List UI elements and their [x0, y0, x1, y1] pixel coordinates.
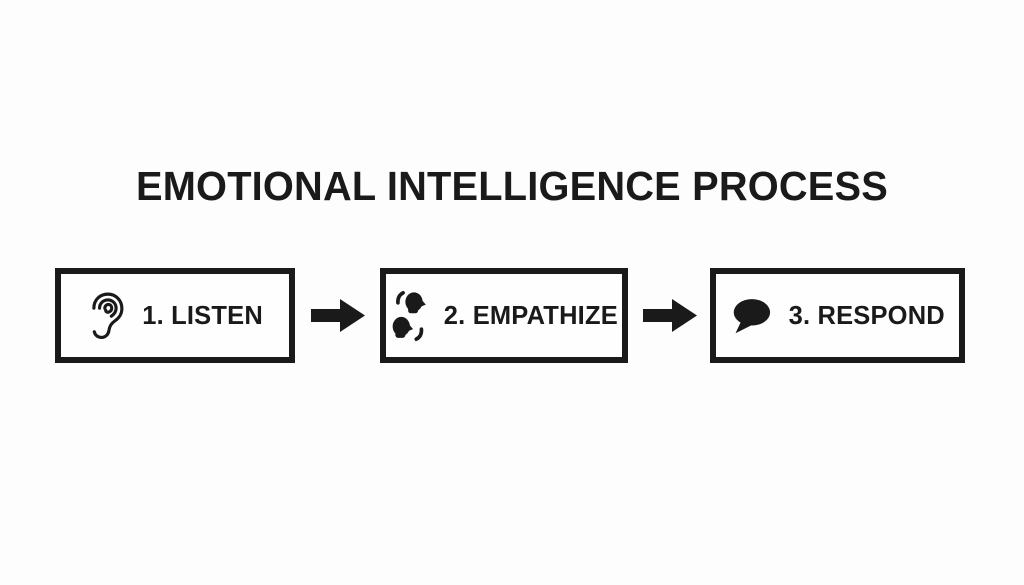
- step-box-respond: 3. RESPOND: [710, 268, 965, 363]
- arrow-right-icon: [643, 297, 697, 334]
- step-label: 3. RESPOND: [788, 300, 946, 330]
- ear-icon: [86, 289, 128, 343]
- page-title: EMOTIONAL INTELLIGENCE PROCESS: [136, 163, 888, 209]
- step-label: 1. LISTEN: [142, 300, 263, 330]
- step-box-listen: 1. LISTEN: [55, 268, 295, 363]
- arrow-right-icon: [311, 297, 365, 334]
- empathy-heads-icon: [389, 289, 429, 343]
- step-label: 2. EMPATHIZE: [443, 300, 618, 330]
- step-box-empathize: 2. EMPATHIZE: [380, 268, 628, 363]
- speech-bubble-icon: [728, 296, 774, 336]
